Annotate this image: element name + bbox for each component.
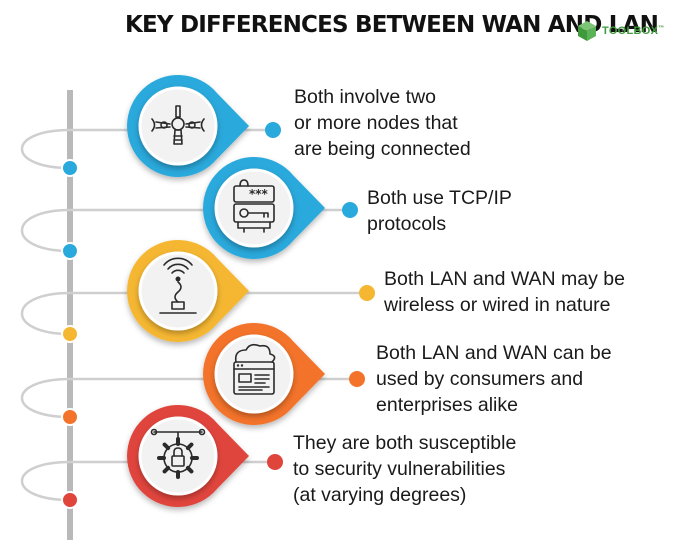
item-dot (265, 122, 281, 138)
item-dot (359, 285, 375, 301)
icon-disc (214, 168, 294, 248)
item-5-text: They are both susceptible to security vu… (293, 432, 517, 506)
item-1-text: Both involve two or more nodes that are … (294, 86, 471, 160)
connector-line (21, 208, 350, 253)
cube-icon (578, 21, 596, 41)
connector-line (21, 128, 273, 170)
connector-line (21, 460, 275, 502)
cloud-browser-icon (233, 343, 276, 395)
security-lock-icon (150, 428, 206, 479)
item-1 (61, 74, 281, 177)
item-dot (342, 202, 358, 218)
trunk-node-dot (61, 491, 79, 509)
trunk-node-dot (61, 325, 79, 343)
icon-disc (214, 334, 294, 414)
item-5 (61, 405, 283, 509)
connector-line (21, 291, 367, 336)
trunk-node-dot (61, 159, 79, 177)
wireless-antenna-icon (159, 257, 197, 314)
backbone-line (67, 90, 73, 540)
svg-text:***: *** (249, 187, 269, 201)
password-key-icon: *** (233, 179, 275, 233)
logo-text: TOOLBOX™ (602, 25, 665, 37)
item-4-text: Both LAN and WAN can be used by consumer… (376, 342, 612, 416)
item-2-text: Both use TCP/IP protocols (367, 187, 512, 235)
toolbox-logo: TOOLBOX™ (576, 20, 665, 42)
item-dot (349, 371, 365, 387)
network-tool-icon (151, 105, 205, 145)
item-4 (61, 323, 365, 426)
icon-disc (138, 86, 218, 166)
trunk-node-dot (61, 242, 79, 260)
connector-line (21, 377, 357, 419)
item-3-text: Both LAN and WAN may be wireless or wire… (384, 268, 625, 316)
item-3 (61, 240, 375, 343)
item-2: *** (61, 157, 358, 260)
item-dot (267, 454, 283, 470)
trunk-node-dot (61, 408, 79, 426)
